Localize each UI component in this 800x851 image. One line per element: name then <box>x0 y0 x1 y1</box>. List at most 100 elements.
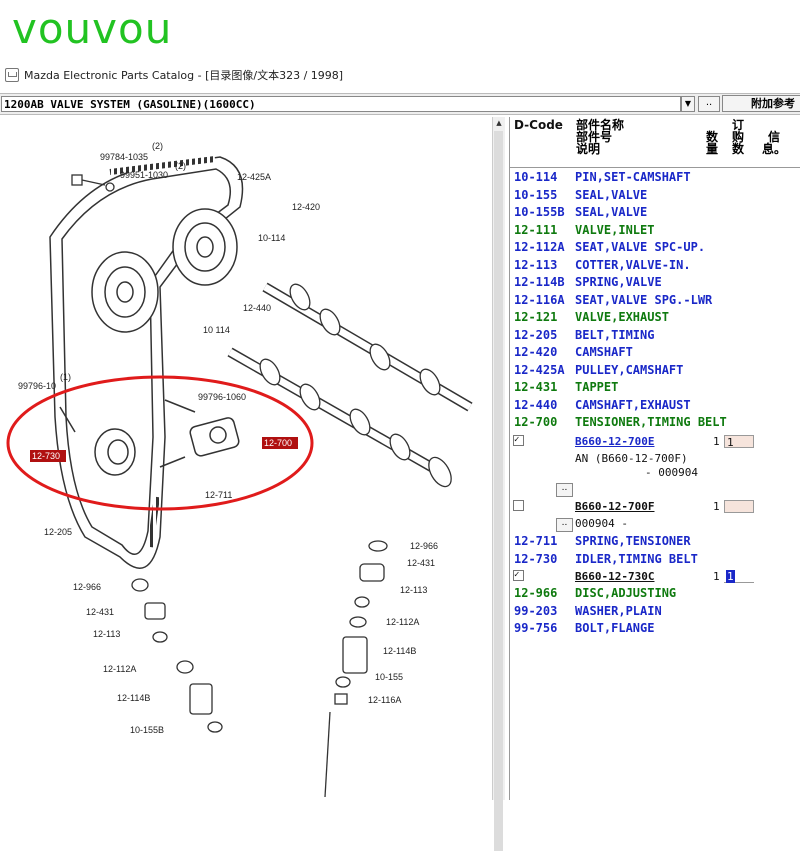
part-dcode: 12-111 <box>514 222 558 237</box>
part-dcode: 12-730 <box>514 551 558 566</box>
part-name: BOLT,FLANGE <box>575 621 655 635</box>
table-row[interactable]: 12-111 VALVE,INLET <box>510 222 800 239</box>
part-name: SPRING,VALVE <box>575 275 662 289</box>
table-row[interactable]: 12-700 TENSIONER,TIMING BELT <box>510 414 800 431</box>
label-10-114: 10 114 <box>203 325 230 335</box>
quantity: 1 <box>713 500 720 513</box>
variant-row[interactable]: ✓ B660-12-730C 1 1 <box>510 568 800 585</box>
part-name: BELT,TIMING <box>575 327 655 342</box>
label-12-205: 12-205 <box>44 527 72 537</box>
more-button[interactable]: .. <box>556 483 573 497</box>
part-name: DISC,ADJUSTING <box>575 586 677 600</box>
part-number[interactable]: B660-12-730C <box>575 570 655 583</box>
table-row[interactable]: 12-112A SEAT,VALVE SPC-UP. <box>510 239 800 256</box>
scroll-thumb[interactable] <box>494 131 503 851</box>
label-12-113: 12-113 <box>93 629 120 639</box>
table-row[interactable]: 10-155B SEAL,VALVE <box>510 204 800 221</box>
label-12-420: 12-420 <box>292 202 320 212</box>
callout-labels: 99784-1035 (2) 99951-1030 (2) 12-425A 12… <box>18 141 438 735</box>
checkbox[interactable]: ✓ <box>513 435 524 446</box>
header-info: 信 息。 <box>762 130 787 156</box>
header-part-name: 部件名称 部件号 说明 <box>576 118 625 156</box>
part-name: COTTER,VALVE-IN. <box>575 257 691 272</box>
part-dcode: 10-155 <box>514 187 558 202</box>
part-name: SEAL,VALVE <box>575 205 648 219</box>
part-dcode: 12-700 <box>514 415 558 429</box>
app-icon <box>5 68 19 82</box>
part-dcode: 12-966 <box>514 586 558 600</box>
label-10-114: 10-114 <box>258 233 285 243</box>
grid-header: D-Code 部件名称 部件号 说明 数 量 订 购 数 信 息。 <box>510 117 800 168</box>
idler-and-tensioner <box>59 399 240 476</box>
order-qty-input[interactable] <box>724 500 754 513</box>
part-dcode: 12-205 <box>514 327 558 342</box>
variant-description: 000904 - <box>575 517 628 530</box>
parts-grid: D-Code 部件名称 部件号 说明 数 量 订 购 数 信 息。 10-114… <box>509 117 800 800</box>
header-order-qty: 订 购 数 <box>731 118 744 156</box>
part-dcode: 12-112A <box>514 240 565 254</box>
table-row[interactable]: 12-440 CAMSHAFT,EXHAUST <box>510 397 800 414</box>
checkbox[interactable] <box>513 500 524 511</box>
watermark-text: vouvou <box>12 4 173 53</box>
variant-row[interactable]: B660-12-700F 1 <box>510 498 800 515</box>
highlight-12-700-box <box>262 437 298 449</box>
part-name: CAMSHAFT <box>575 345 633 359</box>
header-dcode: D-Code <box>514 118 563 132</box>
order-qty-input[interactable]: 1 <box>724 570 754 583</box>
part-dcode: 12-425A <box>514 362 565 377</box>
label-12-114b: 12-114B <box>117 693 150 703</box>
checkbox[interactable]: ✓ <box>513 570 524 581</box>
more-button[interactable]: .. <box>698 96 720 112</box>
label-99796-10: 99796-10 <box>18 381 56 391</box>
label-12-114b: 12-114B <box>383 646 416 656</box>
part-dcode: 12-121 <box>514 310 558 324</box>
table-row[interactable]: 12-205 BELT,TIMING <box>510 327 800 344</box>
label-99796-1060: 99796-1060 <box>198 392 246 402</box>
part-dcode: 10-155B <box>514 205 565 219</box>
part-number[interactable]: B660-12-700F <box>575 500 655 513</box>
quantity: 1 <box>713 435 720 448</box>
part-name: SEAT,VALVE SPC-UP. <box>575 240 706 254</box>
diagram-scrollbar[interactable]: ▲ <box>492 117 505 851</box>
part-name: SPRING,TENSIONER <box>575 534 691 548</box>
label-99951-1030: 99951-1030 <box>120 170 168 180</box>
camshaft-pulleys <box>91 208 238 333</box>
table-row[interactable]: 12-420 CAMSHAFT <box>510 344 800 361</box>
camshafts <box>227 282 473 488</box>
table-row[interactable]: 12-966 DISC,ADJUSTING <box>510 585 800 602</box>
section-select[interactable]: 1200AB VALVE SYSTEM (GASOLINE)(1600CC) <box>1 96 681 112</box>
label-12-431: 12-431 <box>407 558 435 568</box>
part-name: CAMSHAFT,EXHAUST <box>575 397 691 412</box>
order-qty-input[interactable]: 1 <box>724 435 754 449</box>
part-name: PIN,SET-CAMSHAFT <box>575 170 691 184</box>
additional-reference-button[interactable]: 附加参考 <box>722 95 800 112</box>
part-name: VALVE,INLET <box>575 222 655 237</box>
part-dcode: 12-440 <box>514 397 558 412</box>
part-dcode: 99-203 <box>514 603 558 618</box>
label-12-440: 12-440 <box>243 303 271 313</box>
label-qty: (1) <box>60 372 71 382</box>
scroll-up-icon[interactable]: ▲ <box>496 119 502 127</box>
label-12-966: 12-966 <box>73 582 101 592</box>
valve-parts-right <box>324 540 388 798</box>
part-dcode: 12-420 <box>514 345 558 359</box>
more-button[interactable]: .. <box>556 518 573 532</box>
part-number[interactable]: B660-12-700E <box>575 435 655 448</box>
label-12-711: 12-711 <box>205 490 232 500</box>
window-titlebar: Mazda Electronic Parts Catalog - [目录图像/文… <box>0 64 800 86</box>
variant-row[interactable]: ✓ B660-12-700E 1 1 <box>510 433 800 450</box>
part-name: TENSIONER,TIMING BELT <box>575 415 727 429</box>
chevron-down-icon[interactable]: ▼ <box>681 96 695 112</box>
